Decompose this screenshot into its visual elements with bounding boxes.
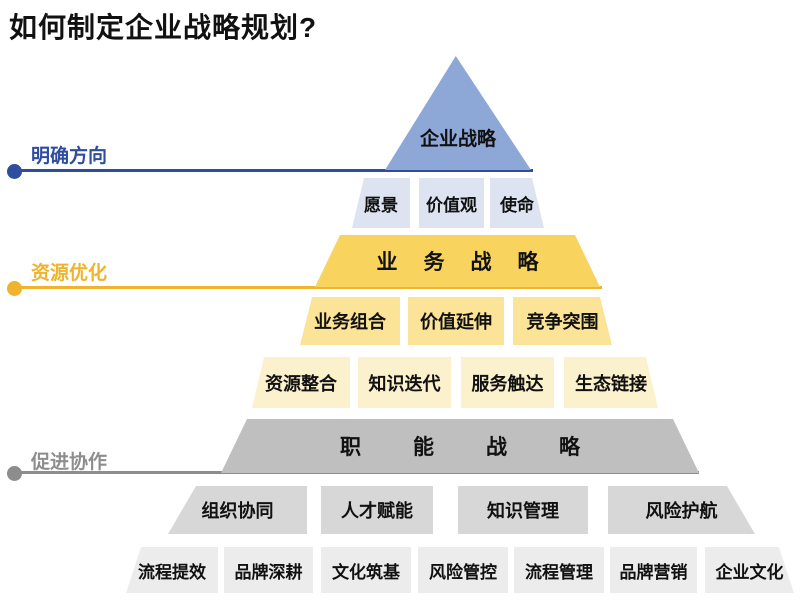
pyramid-block: 知识管理	[458, 486, 588, 534]
band-business-strategy: 业务战略	[315, 235, 600, 287]
pyramid-block: 竞争突围	[513, 297, 612, 345]
page-title: 如何制定企业战略规划?	[9, 12, 318, 43]
resource-marker-dot	[7, 281, 22, 296]
direction-marker-dot	[7, 164, 22, 179]
band-business-label: 业务战略	[376, 251, 565, 274]
direction-connector-line	[10, 169, 533, 172]
pyramid-block: 流程管理	[514, 547, 604, 593]
pyramid-block: 文化筑基	[321, 547, 411, 593]
band-functional-label: 职能战略	[340, 436, 632, 459]
pyramid-block: 资源整合	[252, 357, 350, 408]
pyramid-block: 知识迭代	[358, 357, 451, 408]
pyramid-block: 流程提效	[126, 547, 218, 593]
collaboration-marker-dot	[7, 466, 22, 481]
pyramid-block: 生态链接	[564, 357, 658, 408]
pyramid-block: 风险管控	[418, 547, 508, 593]
pyramid-block: 品牌营销	[610, 547, 697, 593]
band-functional-strategy: 职能战略	[221, 419, 699, 473]
resource-connector-line	[10, 286, 602, 289]
side-label-direction: 明确方向	[31, 146, 108, 167]
apex-label: 企业战略	[419, 129, 496, 150]
pyramid-block: 价值延伸	[408, 297, 504, 345]
pyramid-block: 价值观	[419, 178, 484, 228]
side-label-collaboration: 促进协作	[31, 452, 108, 473]
pyramid-block: 使命	[490, 178, 544, 228]
side-label-resource: 资源优化	[31, 263, 108, 284]
pyramid-block: 愿景	[352, 178, 410, 228]
pyramid-block: 风险护航	[608, 486, 755, 534]
pyramid-block: 组织协同	[168, 486, 307, 534]
pyramid-block: 人才赋能	[321, 486, 433, 534]
pyramid-block: 企业文化	[705, 547, 794, 593]
pyramid-block: 服务触达	[461, 357, 554, 408]
pyramid-block: 业务组合	[300, 297, 400, 345]
apex-triangle	[385, 56, 531, 170]
pyramid-block: 品牌深耕	[224, 547, 313, 593]
